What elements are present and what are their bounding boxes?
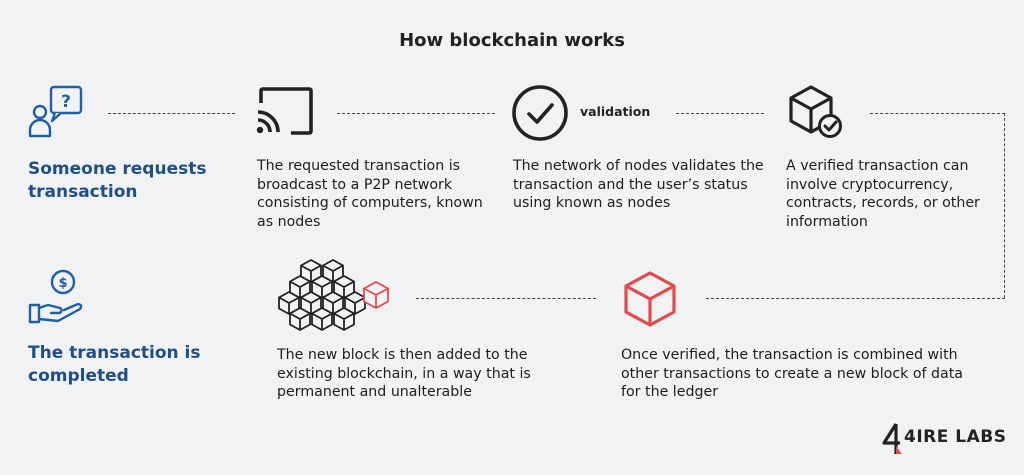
step-verified-desc: A verified transaction can involve crypt…	[786, 158, 980, 230]
connector-6	[706, 298, 1005, 299]
connector-4	[870, 113, 1005, 114]
verified-cube-icon	[786, 84, 844, 142]
cube-icon	[622, 270, 678, 328]
step-new-block-desc: Once verified, the transaction is combin…	[621, 347, 963, 400]
blockchain-cubes-icon	[278, 258, 396, 338]
broadcast-screen-icon	[255, 87, 313, 135]
user-question-icon: ?	[28, 85, 84, 138]
step-added-desc: The new block is then added to the exist…	[277, 347, 531, 400]
page-title: How blockchain works	[399, 30, 625, 51]
logo-text: 4IRE LABS	[904, 427, 1007, 447]
svg-text:?: ?	[61, 92, 71, 112]
check-circle-icon	[511, 84, 569, 142]
step-completed-heading: The transaction is completed	[28, 343, 201, 386]
svg-text:$: $	[58, 276, 67, 291]
step-request-heading: Someone requests transaction	[28, 159, 207, 202]
connector-2	[337, 113, 495, 114]
step-validation-desc: The network of nodes validates the trans…	[513, 158, 764, 211]
connector-7	[416, 298, 596, 299]
company-logo: 4IRE LABS	[882, 420, 1006, 456]
connector-3	[676, 113, 764, 114]
validation-label: validation	[580, 104, 651, 119]
connector-5	[1004, 113, 1005, 298]
connector-1	[108, 113, 235, 114]
step-broadcast-desc: The requested transaction is broadcast t…	[257, 158, 483, 230]
hand-coin-icon: $	[28, 268, 86, 326]
